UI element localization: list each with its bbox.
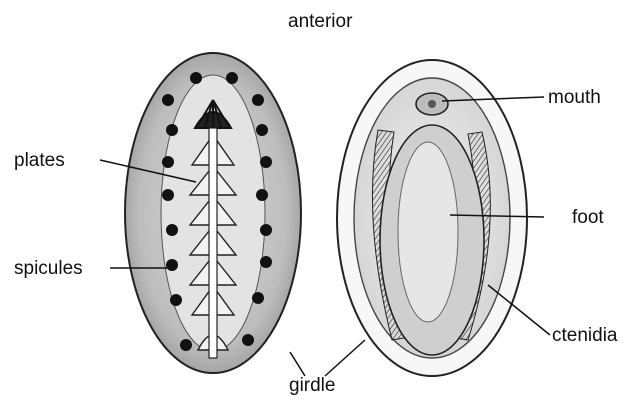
plate-ridge: [209, 128, 217, 358]
label-anterior: anterior: [288, 12, 352, 31]
label-spicules: spicules: [14, 259, 83, 278]
ventral-view: [337, 60, 527, 376]
label-ctenidia: ctenidia: [552, 326, 618, 345]
label-foot: foot: [572, 208, 604, 227]
dorsal-view: [125, 53, 301, 373]
label-plates: plates: [14, 151, 65, 170]
label-girdle: girdle: [289, 376, 335, 395]
label-mouth: mouth: [548, 88, 601, 107]
